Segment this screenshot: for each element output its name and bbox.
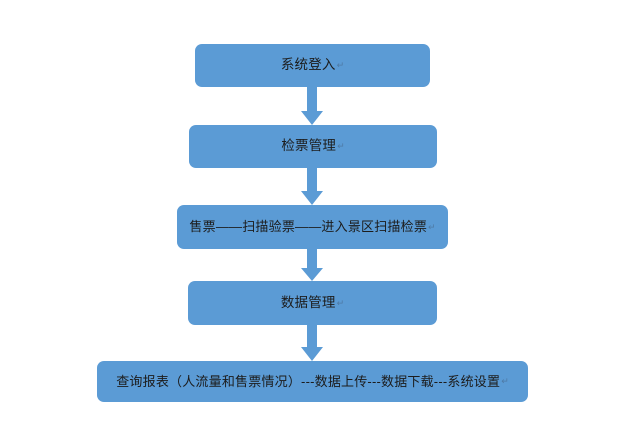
paragraph-mark-icon: ↵ — [336, 60, 345, 71]
arrow-down-icon-3 — [301, 249, 323, 281]
flow-node-label: 查询报表（人流量和售票情况）---数据上传---数据下载---系统设置 — [116, 373, 501, 389]
flow-node-sell-scan-verify[interactable]: 售票——扫描验票——进入景区扫描检票↵ — [177, 205, 448, 249]
paragraph-mark-icon: ↵ — [428, 221, 436, 232]
paragraph-mark-icon: ↵ — [336, 297, 345, 308]
paragraph-mark-icon: ↵ — [501, 376, 509, 387]
paragraph-mark-icon: ↵ — [337, 141, 345, 152]
flow-node-data-management[interactable]: 数据管理↵ — [188, 281, 437, 325]
flow-node-label: 数据管理 — [280, 294, 336, 310]
flow-node-system-login[interactable]: 系统登入↵ — [195, 44, 430, 87]
arrow-down-icon-1 — [301, 87, 323, 125]
flow-node-label: 售票——扫描验票——进入景区扫描检票 — [189, 219, 428, 235]
arrow-down-icon-2 — [301, 168, 323, 205]
arrow-down-icon-4 — [301, 325, 323, 361]
flow-node-ticket-management[interactable]: 检票管理↵ — [189, 125, 437, 168]
flow-node-label: 系统登入 — [280, 57, 336, 73]
flow-node-query-report[interactable]: 查询报表（人流量和售票情况）---数据上传---数据下载---系统设置↵ — [97, 361, 528, 402]
flow-node-label: 检票管理 — [281, 138, 337, 154]
